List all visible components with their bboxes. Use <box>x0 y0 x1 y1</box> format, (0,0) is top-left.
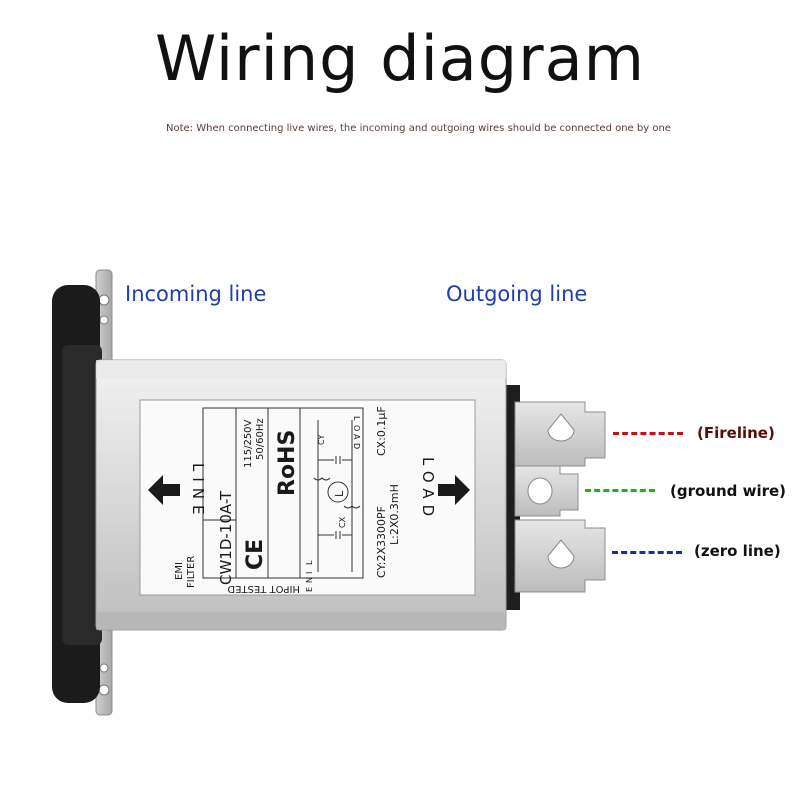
emi-text: EMI <box>174 562 185 580</box>
terminal-letter: O <box>352 425 361 431</box>
line-side-label: LINE <box>189 463 207 520</box>
terminal-letter: D <box>352 443 361 449</box>
cy-schematic-label: CY <box>317 435 326 445</box>
fireline-dash <box>613 432 683 435</box>
terminal-letter: L <box>305 560 314 565</box>
line-arrow-icon <box>148 475 180 505</box>
fireline-label: (Fireline) <box>697 424 775 442</box>
incoming-line-label: Incoming line <box>125 282 267 306</box>
terminal-letter: A <box>352 434 361 440</box>
filter-text: FILTER <box>186 556 197 588</box>
terminal-letter: E <box>305 587 314 592</box>
ce-mark: CE <box>243 539 268 570</box>
voltage-rating: 115/250V <box>243 419 254 468</box>
terminal-tab-ground <box>514 465 579 517</box>
cx-schematic-label: CX <box>338 516 347 528</box>
ground-wire-label: (ground wire) <box>670 482 787 500</box>
inductance-spec: L:2X0.3mH <box>388 484 401 545</box>
terminal-tab-fire <box>514 401 606 467</box>
page-title: Wiring diagram <box>154 22 646 95</box>
terminal-letter: N <box>305 577 314 583</box>
device-label <box>139 399 476 596</box>
cy-spec: CY:2X3300PF <box>375 506 388 578</box>
rohs-mark: RoHS <box>275 430 300 496</box>
outgoing-line-label: Outgoing line <box>446 282 588 306</box>
l-schematic-label: L <box>333 490 346 497</box>
model-number: CW1D-10A-T <box>217 490 235 585</box>
load-arrow-icon <box>438 475 470 505</box>
terminal-tab-zero <box>514 519 606 593</box>
zero-line-dash <box>612 551 682 554</box>
hipot-tested-text: HIPOT TESTED <box>227 583 300 594</box>
terminal-letter: L <box>352 416 361 421</box>
ground-wire-dash <box>585 489 655 492</box>
frequency-rating: 50/60Hz <box>255 418 266 460</box>
load-side-label: LOAD <box>419 457 437 522</box>
socket-body <box>52 285 102 703</box>
load-terminal-letters: LOAD <box>352 416 361 449</box>
cx-spec: CX:0.1μF <box>375 406 388 456</box>
terminal-letter: I <box>305 572 314 574</box>
zero-line-label: (zero line) <box>694 542 781 560</box>
wiring-note: Note: When connecting live wires, the in… <box>166 123 671 134</box>
line-terminal-letters: L I NE <box>305 560 314 592</box>
filter-schematic <box>313 420 361 572</box>
